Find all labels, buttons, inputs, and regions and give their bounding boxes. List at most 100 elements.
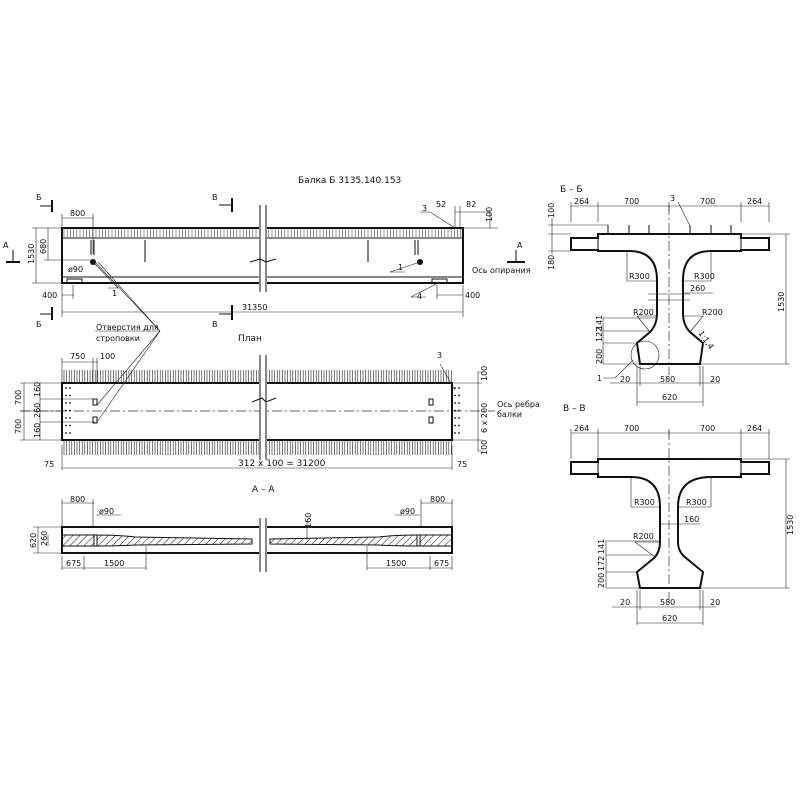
detail-circle <box>630 340 660 370</box>
r200-label: R200 <box>633 532 654 541</box>
dim-800-right: 800 <box>430 495 445 504</box>
dim-100-right-top: 100 <box>480 366 489 381</box>
r300-left: R300 <box>629 272 650 281</box>
r300-right: R300 <box>694 272 715 281</box>
dim-180: 180 <box>547 255 556 270</box>
embedded-dot <box>458 387 460 389</box>
dim-100: 100 <box>485 207 494 222</box>
dim-100-right-bottom: 100 <box>480 440 489 455</box>
dim-1500-right: 1500 <box>386 559 406 568</box>
plan-hole <box>92 416 98 424</box>
lifting-hole-left <box>93 534 98 547</box>
dim-264-right: 264 <box>747 197 762 206</box>
lifting-holes-note-2: строповки <box>96 334 140 343</box>
section-mark-b-bottom: Б <box>36 320 42 329</box>
dim-52: 52 <box>436 200 446 209</box>
dim-100: 100 <box>547 203 556 218</box>
dim-200: 200 <box>595 349 604 364</box>
dim-260: 260 <box>40 531 49 546</box>
dim-1500-left: 1500 <box>104 559 124 568</box>
embedded-parts-dots <box>65 387 460 434</box>
embedded-dot <box>65 394 67 397</box>
web-hatch-left <box>61 534 253 547</box>
dim-20-left: 20 <box>620 598 630 607</box>
break-gap <box>259 205 267 295</box>
dim-1530: 1530 <box>777 292 786 312</box>
plan-hole <box>428 416 434 424</box>
dim-264-left: 264 <box>574 197 589 206</box>
dim-20-left: 20 <box>620 375 630 384</box>
r200-right: R200 <box>702 308 723 317</box>
embedded-dot <box>454 402 456 404</box>
dim-31350: 31350 <box>242 303 267 312</box>
embedded-dot <box>458 424 460 427</box>
embedded-dot <box>69 432 71 434</box>
embedded-dot <box>454 387 456 389</box>
dim-260: 260 <box>690 284 705 293</box>
dim-20-right: 20 <box>710 375 720 384</box>
plan-hole <box>92 398 98 406</box>
dim-1530: 1530 <box>27 244 36 264</box>
dim-800: 800 <box>70 209 85 218</box>
lifting-holes-note: Отверстия для <box>96 323 159 332</box>
support-axis-label: Ось опирания <box>472 266 531 275</box>
plan-view: 750 100 700 700 160 260 160 100 6 x 200 … <box>14 351 540 470</box>
dim-620: 620 <box>662 614 677 623</box>
dim-141: 141 <box>595 315 604 330</box>
dim-400-right: 400 <box>465 291 480 300</box>
embedded-dot <box>69 387 71 389</box>
embedded-dot <box>69 424 71 427</box>
embedded-dot <box>69 417 71 419</box>
embedded-dot <box>65 417 67 419</box>
embedded-dot <box>458 402 460 404</box>
rib-axis-label: Ось ребра <box>497 400 540 409</box>
dim-total-31200: 312 x 100 = 31200 <box>238 459 326 469</box>
embedded-dot <box>458 394 460 397</box>
plan-title: План <box>238 334 262 344</box>
break-symbol <box>251 397 277 403</box>
section-bb-title: Б – Б <box>560 185 583 195</box>
dim-172: 172 <box>597 556 606 571</box>
dim-260: 260 <box>33 403 42 418</box>
dim-160-top: 160 <box>33 382 42 397</box>
dim-200: 200 <box>597 573 606 588</box>
embedded-dot <box>69 394 71 397</box>
dim-141: 141 <box>597 539 606 554</box>
embedded-dot <box>458 417 460 419</box>
embedded-dot <box>454 424 456 427</box>
callout-1-left: 1 <box>112 289 117 298</box>
dim-700-left: 700 <box>624 424 639 433</box>
dim-160: 160 <box>304 513 313 528</box>
r200-left: R200 <box>633 308 654 317</box>
embedded-dot <box>454 432 456 434</box>
dim-700-right: 700 <box>700 197 715 206</box>
dim-620: 620 <box>662 393 677 402</box>
embedded-dot <box>69 409 71 412</box>
callout-3: 3 <box>422 204 427 213</box>
dim-160-bottom: 160 <box>33 423 42 438</box>
plan-reinforcement-ticks <box>63 370 452 455</box>
section-mark-b-top: Б <box>36 193 42 202</box>
elevation-view: Балка Б 3135.140.153 Б Б В В А А <box>3 176 531 423</box>
callout-3: 3 <box>670 194 675 203</box>
section-mark-v-top: В <box>212 193 218 202</box>
dim-580: 580 <box>660 598 675 607</box>
section-mark-a-left: А <box>3 241 9 250</box>
section-marks: Б Б В В А А <box>3 193 525 329</box>
embedded-dot <box>458 432 460 434</box>
dim-680: 680 <box>39 239 48 254</box>
callout-3: 3 <box>437 351 442 360</box>
r300-right: R300 <box>686 498 707 507</box>
dim-750: 750 <box>70 352 85 361</box>
flange-reinforcement-ticks <box>63 229 462 237</box>
dim-75-left: 75 <box>44 460 54 469</box>
callout-4: 4 <box>417 292 422 301</box>
plan-hole <box>428 398 434 406</box>
dim-700-right: 700 <box>700 424 715 433</box>
dim-700-top: 700 <box>14 390 23 405</box>
embedded-dot <box>454 394 456 397</box>
dim-122: 122 <box>595 327 604 342</box>
rib-axis-label-2: балки <box>497 410 522 419</box>
dim-700-left: 700 <box>624 197 639 206</box>
